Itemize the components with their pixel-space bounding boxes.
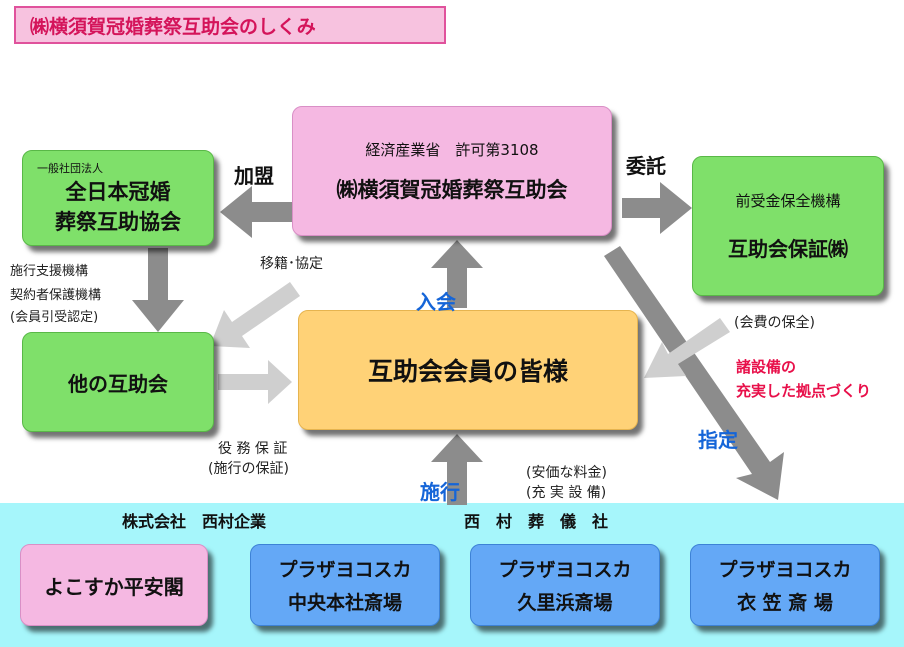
anka-line1: (安価な料金)	[526, 465, 607, 481]
company-name: ㈱横須賀冠婚葬祭互助会	[336, 177, 568, 202]
arrow-left-down	[132, 248, 184, 332]
venue-brand: プラザヨコスカ	[718, 559, 852, 581]
nyukai-label: 入会	[416, 290, 456, 314]
venue-chuo-honsha: プラザヨコスカ 中央本社斎場	[250, 544, 440, 626]
kamei-label: 加盟	[234, 164, 274, 188]
anka-line2: (充 実 設 備)	[526, 485, 607, 501]
seko-label: 施行	[420, 480, 460, 504]
arrow-itaku	[622, 182, 692, 234]
arrow-shitei	[604, 246, 784, 500]
shosetsubi-line2: 充実した拠点づくり	[736, 382, 872, 400]
hosho-company-text: 互助会保証㈱	[728, 237, 848, 261]
venue-brand: プラザヨコスカ	[498, 559, 632, 581]
ekimu-line1: 役 務 保 証	[218, 441, 288, 457]
venue-kurihama: プラザヨコスカ 久里浜斎場	[470, 544, 660, 626]
shosetsubi-line1: 諸設備の	[736, 358, 797, 376]
shitei-label: 指定	[698, 428, 738, 452]
yokosuka-gojokai-box: 経済産業省 許可第3108 ㈱横須賀冠婚葬祭互助会	[292, 106, 612, 236]
other-gojokai-box: 他の互助会	[22, 332, 214, 432]
org-name-line2: 葬祭互助協会	[55, 210, 181, 234]
arrow-seko	[431, 434, 483, 505]
ekimu-line2: (施行の保証)	[208, 461, 289, 477]
kaiin-hikiuke-label: (会員引受認定)	[10, 310, 99, 325]
venue-name: 中央本社斎場	[287, 592, 402, 614]
gojokai-hosho-box: 前受金保全機構 互助会保証㈱	[692, 156, 884, 296]
venue-heiankaku: よこすか平安閣	[20, 544, 208, 626]
venue-name: 衣 笠 斎 場	[737, 592, 833, 614]
shiko-shien-label: 施行支援機構	[10, 264, 89, 279]
kaihi-hozen-label: (会費の保全)	[734, 315, 815, 331]
members-box: 互助会会員の皆様	[298, 310, 638, 430]
arrow-other-to-center	[218, 360, 292, 404]
org-type-text: 一般社団法人	[37, 162, 103, 175]
arrow-iseki	[210, 282, 300, 348]
venue-kinugasa: プラザヨコスカ 衣 笠 斎 場	[690, 544, 880, 626]
nishimura-kigyo-label: 株式会社 西村企業	[122, 512, 267, 531]
arrow-nyukai	[431, 240, 483, 308]
iseki-label: 移籍･協定	[260, 256, 323, 272]
arrow-kamei	[220, 186, 292, 238]
hozen-kiko-text: 前受金保全機構	[735, 192, 841, 210]
itaku-label: 委託	[626, 154, 666, 178]
arrow-kaihi	[644, 318, 730, 378]
members-label: 互助会会員の皆様	[367, 357, 568, 386]
venue-name: よこすか平安閣	[44, 574, 184, 599]
keiyakusha-label: 契約者保護機構	[10, 288, 102, 303]
other-gojokai-label: 他の互助会	[68, 371, 168, 396]
nishimura-sogisha-label: 西 村 葬 儀 社	[464, 512, 609, 531]
venue-brand: プラザヨコスカ	[278, 559, 412, 581]
org-name-line1: 全日本冠婚	[65, 180, 171, 204]
page-title: ㈱横須賀冠婚葬祭互助会のしくみ	[14, 6, 446, 44]
zennihon-kyokai-box: 一般社団法人 全日本冠婚 葬祭互助協会	[22, 150, 214, 246]
venue-name: 久里浜斎場	[517, 592, 613, 614]
permit-text: 経済産業省 許可第3108	[365, 140, 539, 159]
